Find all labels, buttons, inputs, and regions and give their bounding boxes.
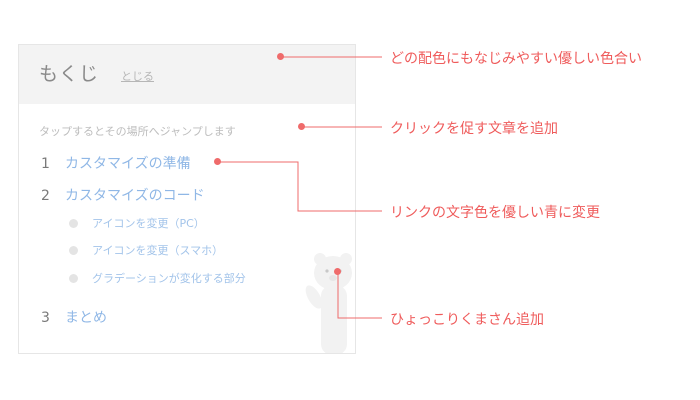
- annotation-dot-2: [298, 123, 305, 130]
- annotation-text-1: どの配色にもなじみやすい優しい色合い: [390, 51, 642, 67]
- toc-subitem-link[interactable]: アイコンを変更（スマホ）: [92, 244, 224, 257]
- bullet-icon: [69, 219, 78, 228]
- annotation-dot-4: [334, 268, 341, 275]
- toc-subitem-2[interactable]: アイコンを変更（スマホ）: [69, 242, 223, 258]
- annotation-text-4: ひょっこりくまさん追加: [390, 312, 544, 328]
- toc-item-1[interactable]: 1 カスタマイズの準備: [41, 153, 191, 173]
- bullet-icon: [69, 274, 78, 283]
- annotation-dot-3: [214, 158, 221, 165]
- toc-item-number: 3: [41, 310, 50, 326]
- annotation-text-2: クリックを促す文章を追加: [390, 121, 558, 137]
- toc-item-number: 2: [41, 188, 50, 204]
- annotation-text-3: リンクの文字色を優しい青に変更: [390, 205, 600, 221]
- toc-subitem-1[interactable]: アイコンを変更（PC）: [69, 215, 205, 231]
- toc-prompt: タップするとその場所へジャンプします: [39, 125, 236, 138]
- toc-subitem-link[interactable]: アイコンを変更（PC）: [92, 217, 205, 230]
- toc-close-link[interactable]: とじる: [121, 70, 154, 83]
- toc-item-link[interactable]: まとめ: [65, 310, 107, 326]
- toc-header: もくじ とじる: [19, 45, 355, 104]
- toc-subitem-3[interactable]: グラデーションが変化する部分: [69, 270, 246, 286]
- toc-item-link[interactable]: カスタマイズのコード: [65, 188, 205, 204]
- bullet-icon: [69, 246, 78, 255]
- toc-title: もくじ: [39, 63, 100, 85]
- toc-subitem-link[interactable]: グラデーションが変化する部分: [92, 272, 246, 285]
- toc-item-2[interactable]: 2 カスタマイズのコード: [41, 185, 205, 205]
- toc-item-number: 1: [41, 156, 50, 172]
- toc-item-link[interactable]: カスタマイズの準備: [65, 156, 191, 172]
- annotation-dot-1: [277, 53, 284, 60]
- peeking-bear-icon: [305, 253, 352, 353]
- toc-item-3[interactable]: 3 まとめ: [41, 307, 107, 327]
